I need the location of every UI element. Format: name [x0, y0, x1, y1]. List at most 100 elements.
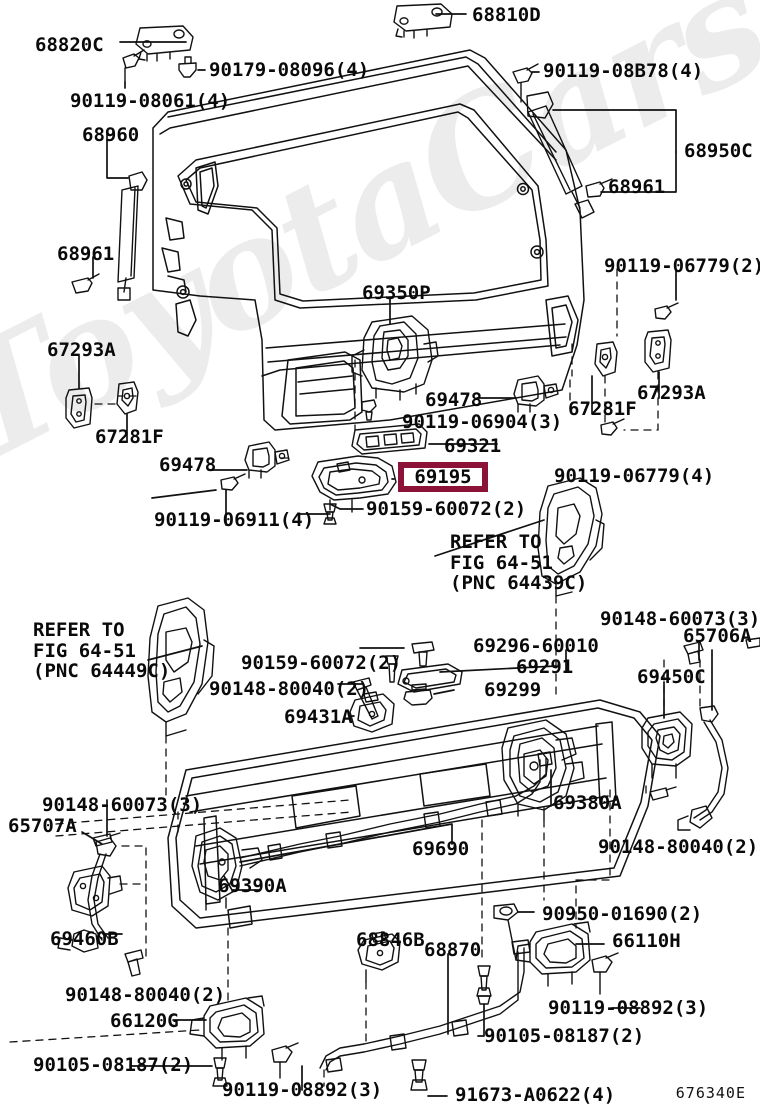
fastener-90148-80040-lower-left [124, 949, 144, 977]
back-door-panel-lower [167, 699, 661, 929]
part-label-69390A: 69390A [218, 875, 287, 897]
part-68950C-stay-right [526, 91, 595, 219]
part-68870-wire [319, 939, 531, 1073]
part-label-69460B: 69460B [50, 928, 119, 950]
fastener-69299 [403, 683, 433, 706]
fastener-90119-08061 [122, 49, 145, 83]
part-label-69478-center: 69478 [425, 389, 483, 411]
part-69478-center [513, 375, 559, 413]
part-label-67293A-upper: 67293A [47, 339, 116, 361]
part-label-90119-08061(4): 90119-08061(4) [70, 90, 231, 112]
part-label-69478-left: 69478 [159, 454, 217, 476]
fastener-91673-A0622 [410, 1059, 428, 1091]
part-label-91673-A0622(4): 91673-A0622(4) [455, 1084, 616, 1106]
part-69321-cover [351, 423, 428, 455]
fastener-90119-06904 [361, 399, 377, 421]
part-label-68950C: 68950C [684, 140, 753, 162]
part-label-90950-01690(2): 90950-01690(2) [542, 903, 703, 925]
part-label-90148-80040(2)-lo: 90148-80040(2) [598, 836, 759, 858]
part-label-69380A: 69380A [553, 792, 622, 814]
fastener-90950-01690 [493, 903, 519, 961]
part-label-69431A: 69431A [284, 706, 353, 728]
fastener-90148-60073-right [745, 637, 760, 649]
fastener-90179-08096 [178, 56, 197, 78]
leader-lines [78, 13, 713, 1097]
part-label-90159-60072(2)-up: 90159-60072(2) [366, 498, 527, 520]
part-label-67281F-left: 67281F [95, 426, 164, 448]
part-label-90148-60073(3)-l: 90148-60073(3) [42, 794, 203, 816]
fastener-90105-08187-left [212, 1057, 228, 1087]
fastener-90119-06779-lower [600, 418, 625, 436]
part-69195-handle [311, 455, 397, 513]
part-69380A-lock [501, 719, 585, 821]
part-66120G-hinge [189, 995, 265, 1061]
part-label-90159-60072(2)-lo: 90159-60072(2) [241, 652, 402, 674]
part-label-90119-06911(4): 90119-06911(4) [154, 509, 315, 531]
bracket-64439C [537, 477, 605, 597]
back-door-panel-upper [152, 49, 585, 431]
part-label-68846B: 68846B [356, 929, 425, 951]
highlighted-part-69195[interactable]: 69195 [398, 462, 488, 492]
part-68846B-clamp [357, 931, 401, 983]
part-label-90179-08096(4): 90179-08096(4) [209, 59, 370, 81]
part-label-90148-80040(2)-bl: 90148-80040(2) [65, 984, 226, 1006]
part-label-69690: 69690 [412, 838, 470, 860]
part-68820C-shape [135, 25, 194, 62]
part-label-65706A: 65706A [683, 625, 752, 647]
part-label-69450C: 69450C [637, 666, 706, 688]
part-label-66120G: 66120G [110, 1010, 179, 1032]
highlight-label: 69195 [414, 465, 472, 488]
fastener-90119-08B78 [512, 63, 539, 96]
part-label-90148-60073(3)-r: 90148-60073(3) [600, 608, 760, 630]
part-label-90119-06904(3): 90119-06904(3) [402, 411, 563, 433]
part-label-68961-right: 68961 [608, 176, 666, 198]
part-68810D-shape [393, 3, 453, 39]
fastener-90105-08187-right [476, 965, 492, 1005]
part-label-90148-80040(2)-up: 90148-80040(2) [209, 678, 370, 700]
part-label-90105-08187(2)-l: 90105-08187(2) [33, 1054, 194, 1076]
fastener-69296-60010 [411, 641, 435, 667]
part-68960-stay-left [117, 171, 148, 301]
fastener-90119-08892-right [591, 952, 619, 995]
figure-code: 676340E [675, 1084, 746, 1102]
fastener-90148-80040-upper [352, 677, 379, 720]
part-label-69299: 69299 [484, 679, 542, 701]
part-label-REFER-64449C: REFER TO FIG 64-51 (PNC 64449C) [33, 619, 171, 683]
part-label-67281F-right: 67281F [568, 398, 637, 420]
part-label-90119-08892(3)-r: 90119-08892(3) [548, 997, 709, 1019]
fastener-90119-06779-upper [654, 302, 679, 320]
fastener-90159-60072-upper [323, 503, 337, 525]
part-67293A-left [65, 387, 93, 429]
fastener-90119-08892-bottom [271, 1042, 299, 1079]
part-69291-lever [397, 663, 463, 693]
assembly-dashed-guides [9, 94, 701, 1087]
fastener-90148-80040-lower-right [649, 786, 677, 801]
part-label-90119-08892(3)-b: 90119-08892(3) [222, 1079, 383, 1101]
part-label-68810D: 68810D [472, 4, 541, 26]
part-69450C-striker [641, 711, 693, 779]
part-label-REFER-64439C: REFER TO FIG 64-51 (PNC 64439C) [450, 531, 588, 595]
part-label-90119-06779(4): 90119-06779(4) [554, 465, 715, 487]
part-label-68870: 68870 [424, 939, 482, 961]
part-69350P-lock [351, 315, 439, 401]
part-label-69291: 69291 [516, 656, 574, 678]
fastener-90159-60072-lower [385, 655, 399, 683]
part-label-69350P: 69350P [362, 282, 431, 304]
part-label-65707A: 65707A [8, 815, 77, 837]
part-label-68820C: 68820C [35, 34, 104, 56]
part-label-68960: 68960 [82, 124, 140, 146]
part-67281F-right [594, 341, 618, 377]
fastener-90148-60073-left [92, 832, 121, 847]
part-69460B-bracket [67, 865, 123, 917]
part-label-90119-06779(2): 90119-06779(2) [604, 255, 760, 277]
part-label-69296-60010: 69296-60010 [473, 635, 599, 657]
part-label-69321: 69321 [444, 435, 502, 457]
fastener-90119-06911 [220, 473, 246, 491]
part-label-90119-08B78(4): 90119-08B78(4) [543, 60, 704, 82]
part-label-90105-08187(2)-r: 90105-08187(2) [484, 1025, 645, 1047]
part-label-68961-left: 68961 [57, 243, 115, 265]
part-label-66110H: 66110H [612, 930, 681, 952]
